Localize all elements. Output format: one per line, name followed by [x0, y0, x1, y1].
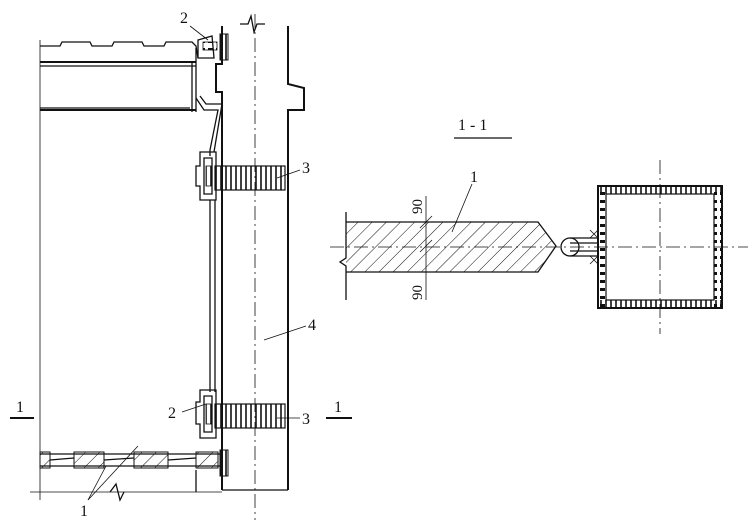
dim-90-top: 90	[410, 199, 426, 214]
lower-tie-plate	[214, 403, 286, 429]
dim-90-bottom: 90	[410, 285, 426, 300]
callout-2-top: 2	[180, 10, 188, 27]
callout-2-lower: 2	[168, 405, 176, 422]
top-bracket	[195, 33, 229, 61]
elevation-view: 2 3 4 2 3 1 1 1	[10, 10, 352, 520]
lower-console	[195, 389, 217, 439]
leader-2-top	[189, 25, 209, 41]
section-callout-1: 1	[470, 169, 478, 186]
section-mark-right: 1	[334, 399, 342, 416]
panel-section-outline	[346, 221, 557, 273]
callout-1-bottom: 1	[80, 503, 88, 520]
upper-tie-plate	[214, 165, 286, 191]
upper-console	[195, 151, 217, 201]
callout-4: 4	[308, 317, 316, 334]
section-connector	[560, 229, 599, 265]
callout-3-upper: 3	[302, 160, 310, 177]
leader-4	[263, 325, 307, 341]
column	[215, 13, 305, 520]
leader-3-upper	[276, 169, 301, 179]
leader-1-a	[87, 445, 139, 501]
panel-break-line	[338, 212, 347, 300]
top-beam	[40, 41, 199, 112]
callout-3-lower: 3	[302, 411, 310, 428]
column-section	[597, 160, 723, 334]
leader-1-b	[87, 465, 107, 501]
section-mark-left: 1	[16, 399, 24, 416]
leader-section-1	[451, 183, 473, 233]
leader-2-lower	[181, 403, 207, 413]
section-title: 1 - 1	[458, 117, 487, 134]
section-view: 1 - 1 90 90	[330, 117, 748, 334]
bottom-link-chain	[30, 449, 229, 502]
